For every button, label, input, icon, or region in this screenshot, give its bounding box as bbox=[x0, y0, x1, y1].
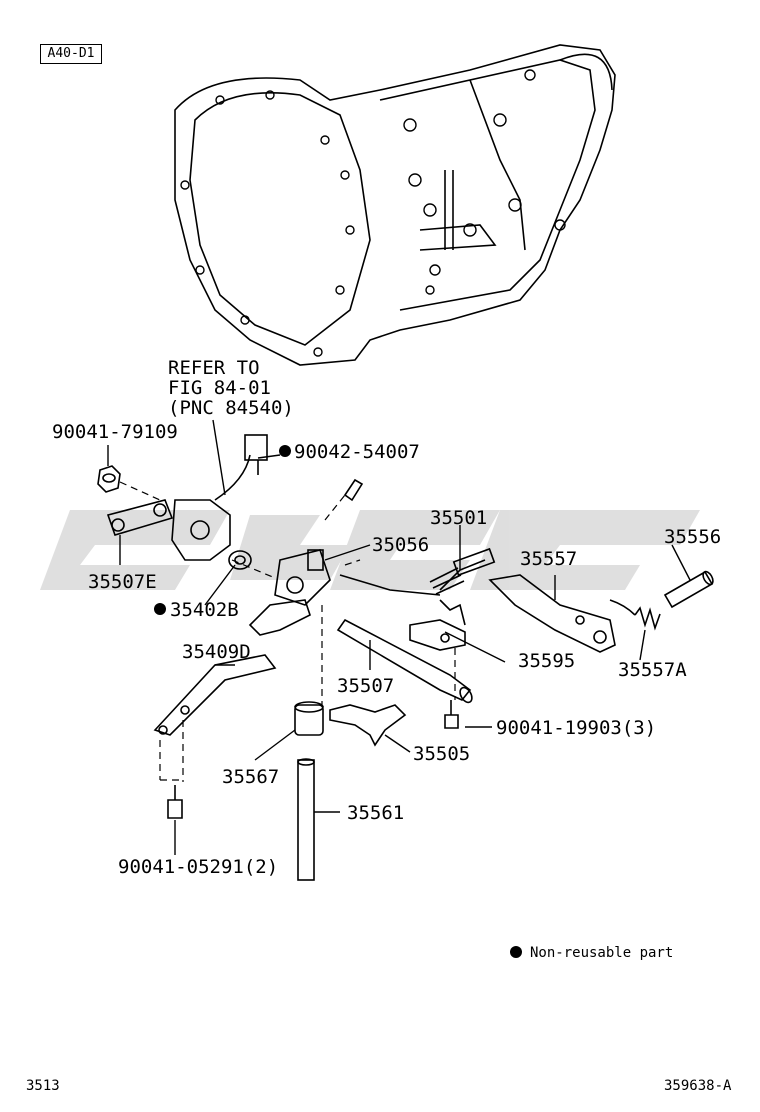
refer-note-line1: REFER TO bbox=[168, 357, 260, 379]
callout-labels: REFER TO FIG 84-01 (PNC 84540) 90041-791… bbox=[52, 357, 721, 878]
label-35567: 35567 bbox=[222, 766, 279, 788]
label-35507: 35507 bbox=[337, 675, 394, 697]
label-35556: 35556 bbox=[664, 526, 721, 548]
label-90041-79109: 90041-79109 bbox=[52, 421, 178, 443]
shaft-35561 bbox=[297, 758, 315, 881]
callout-leaders bbox=[107, 419, 691, 855]
label-90041-19903: 90041-19903(3) bbox=[496, 717, 656, 739]
housing-bolt-holes bbox=[180, 69, 566, 357]
sleeve-35567 bbox=[294, 701, 324, 736]
non-reusable-dot-35402B bbox=[154, 603, 166, 615]
bracket-35595 bbox=[409, 599, 466, 651]
legend: Non-reusable part bbox=[510, 945, 673, 961]
bolt-90041-05291 bbox=[167, 785, 183, 819]
legend-dot-icon bbox=[510, 946, 522, 958]
watermark-logo bbox=[40, 510, 700, 590]
label-35505: 35505 bbox=[413, 743, 470, 765]
transmission-housing bbox=[174, 44, 616, 366]
nut-90041-79109 bbox=[97, 465, 121, 493]
detent-lever-35056 bbox=[248, 549, 331, 636]
illustration-id: 359638-A bbox=[664, 1078, 732, 1094]
pin-90042-54007 bbox=[343, 478, 364, 502]
label-35561: 35561 bbox=[347, 802, 404, 824]
label-35507E: 35507E bbox=[88, 571, 157, 593]
model-code-tag: A40-D1 bbox=[40, 44, 102, 64]
lever-35505 bbox=[329, 704, 407, 747]
label-35557: 35557 bbox=[520, 548, 577, 570]
label-35501: 35501 bbox=[430, 507, 487, 529]
label-35056: 35056 bbox=[372, 534, 429, 556]
label-90041-05291: 90041-05291(2) bbox=[118, 856, 278, 878]
refer-note-line3: (PNC 84540) bbox=[168, 397, 294, 419]
label-35402B: 35402B bbox=[170, 599, 239, 621]
oil-seal-35402B bbox=[228, 550, 252, 570]
bolt-90041-19903 bbox=[444, 700, 459, 729]
rod-35409D bbox=[153, 654, 277, 736]
label-90042-54007: 90042-54007 bbox=[294, 441, 420, 463]
pin-35556 bbox=[663, 570, 714, 609]
lever-35557 bbox=[488, 574, 616, 653]
page-code: 3513 bbox=[26, 1078, 60, 1094]
assembly-guide-lines bbox=[119, 481, 456, 782]
legend-text: Non-reusable part bbox=[530, 945, 674, 961]
non-reusable-dot-90042 bbox=[279, 445, 291, 457]
shaft-35507 bbox=[336, 618, 473, 704]
label-35409D: 35409D bbox=[182, 641, 251, 663]
label-35595: 35595 bbox=[518, 650, 575, 672]
neutral-start-switch bbox=[171, 434, 268, 561]
spring-35557A bbox=[609, 599, 661, 631]
lever-35507E bbox=[106, 499, 174, 536]
label-35557A: 35557A bbox=[618, 659, 687, 681]
refer-note-line2: FIG 84-01 bbox=[168, 377, 271, 399]
